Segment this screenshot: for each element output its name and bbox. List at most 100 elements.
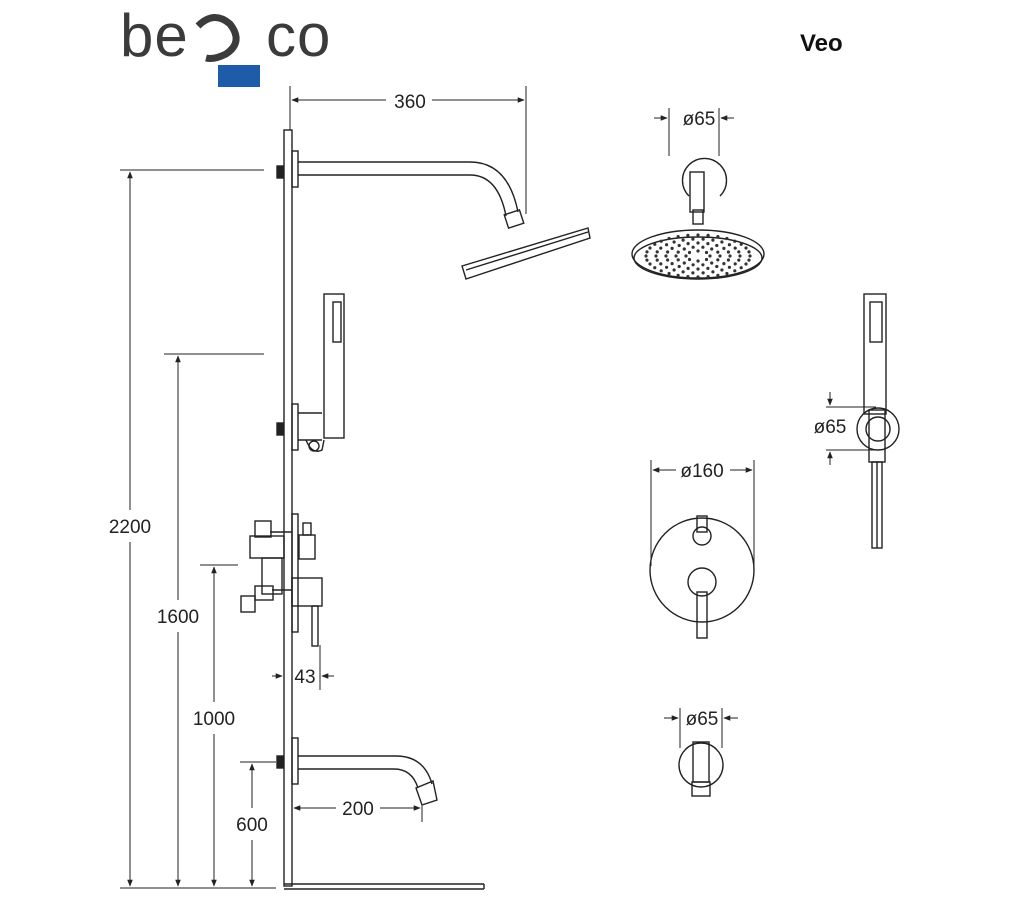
mixer-side xyxy=(240,513,323,647)
dim-spout-reach: 200 xyxy=(342,799,374,820)
nozzle-dot xyxy=(726,250,731,254)
nozzle-dot xyxy=(720,240,724,244)
nozzle-dot xyxy=(655,250,659,254)
dim-mixer-height: 1000 xyxy=(193,709,235,730)
nozzle-dot xyxy=(706,242,710,246)
nozzle-dot xyxy=(716,250,720,254)
nozzle-dot xyxy=(666,250,670,254)
brand-logo: be co xyxy=(120,2,330,87)
nozzle-dot xyxy=(648,262,652,266)
nozzle-dot xyxy=(701,237,705,241)
nozzle-dot xyxy=(672,240,676,244)
nozzle-dot xyxy=(718,254,722,258)
nozzle-dot xyxy=(710,261,714,265)
nozzle-dot xyxy=(665,265,669,269)
nozzle-dot xyxy=(704,250,709,255)
dim-shower-arm-reach: 360 xyxy=(394,92,426,113)
head-flange-dimension xyxy=(654,108,734,156)
nozzle-dot xyxy=(701,263,705,267)
brand-blue-square-icon xyxy=(218,65,260,87)
nozzle-dot xyxy=(706,275,710,279)
mixer-front xyxy=(649,515,755,639)
nozzle-dot xyxy=(716,258,720,262)
nozzle-dot xyxy=(733,262,737,266)
spout-flange-dimension xyxy=(664,708,738,748)
nozzle-dot xyxy=(726,258,731,262)
nozzle-dot xyxy=(710,247,714,251)
brand-text-be: be xyxy=(120,2,189,69)
nozzle-dot xyxy=(674,254,678,258)
nozzle-dot xyxy=(708,254,712,258)
nozzle-dot xyxy=(720,268,724,272)
nozzle-dot xyxy=(686,266,690,270)
nozzle-dot xyxy=(715,264,719,269)
nozzle-dot xyxy=(744,246,748,250)
nozzle-dot xyxy=(681,270,685,274)
nozzle-dot xyxy=(696,241,700,245)
nozzle-dot xyxy=(667,236,671,241)
nozzle-dot xyxy=(691,271,695,275)
product-title: Veo xyxy=(800,30,843,57)
nozzle-dot xyxy=(648,246,652,250)
mixer-plate-dimension xyxy=(650,460,755,566)
hand-shower-front xyxy=(856,293,900,549)
nozzle-dot xyxy=(659,269,663,273)
nozzle-dot xyxy=(701,245,705,249)
nozzle-dot xyxy=(733,246,737,250)
nozzle-dot xyxy=(665,243,669,247)
nozzle-dot xyxy=(748,254,752,258)
nozzle-dot xyxy=(725,271,729,276)
nozzle-dot xyxy=(696,259,700,263)
spout-front xyxy=(678,741,724,797)
dim-mixer-plate: ø160 xyxy=(680,461,723,482)
nozzle-dot xyxy=(727,265,732,269)
dim-holder-flange: ø65 xyxy=(814,417,847,438)
nozzle-dot xyxy=(687,250,692,255)
dim-head-flange: ø65 xyxy=(683,109,716,130)
hand-shower-side xyxy=(291,293,345,452)
nozzle-dot xyxy=(739,242,743,246)
nozzle-dot xyxy=(696,233,700,237)
nozzle-dot xyxy=(722,262,726,266)
nozzle-dot xyxy=(711,238,715,242)
nozzle-dot xyxy=(722,246,726,250)
nozzle-dot xyxy=(645,258,649,262)
nozzle-dot xyxy=(747,258,751,262)
nozzle-dot xyxy=(676,258,680,262)
nozzle-dot xyxy=(655,258,659,262)
nozzle-dot xyxy=(667,271,671,276)
overhead-shower-side xyxy=(291,150,591,280)
nozzle-dot xyxy=(691,263,695,267)
nozzle-dot xyxy=(747,250,751,254)
shower-head-nozzles xyxy=(644,233,752,279)
dim-total-height: 2200 xyxy=(109,517,151,538)
nozzle-dot xyxy=(687,257,692,262)
nozzle-dot xyxy=(682,261,686,265)
nozzle-dot xyxy=(654,254,658,258)
nozzle-dot xyxy=(686,233,690,237)
nozzle-dot xyxy=(733,269,737,273)
nozzle-dot xyxy=(664,254,668,258)
nozzle-dot xyxy=(691,237,695,241)
nozzle-dot xyxy=(704,257,709,262)
dim-spout-flange: ø65 xyxy=(686,709,719,730)
dim-mixer-depth: 43 xyxy=(294,667,315,688)
nozzle-dot xyxy=(711,270,715,274)
nozzle-dot xyxy=(677,264,681,269)
nozzle-dot xyxy=(706,233,710,237)
nozzle-dot xyxy=(666,258,670,262)
holder-flange-dimension xyxy=(826,392,876,465)
nozzle-dot xyxy=(686,275,690,279)
nozzle-dot xyxy=(670,262,674,266)
nozzle-dot xyxy=(672,268,676,272)
nozzle-dot xyxy=(676,235,680,239)
side-dimensions xyxy=(120,86,527,889)
nozzle-dot xyxy=(737,250,741,254)
nozzle-dot xyxy=(644,254,648,258)
nozzle-dot xyxy=(681,238,685,242)
nozzle-dot xyxy=(686,242,690,246)
spout-side xyxy=(291,737,438,806)
nozzle-dot xyxy=(737,258,741,262)
nozzle-dot xyxy=(696,275,700,279)
nozzle-dot xyxy=(696,267,700,271)
